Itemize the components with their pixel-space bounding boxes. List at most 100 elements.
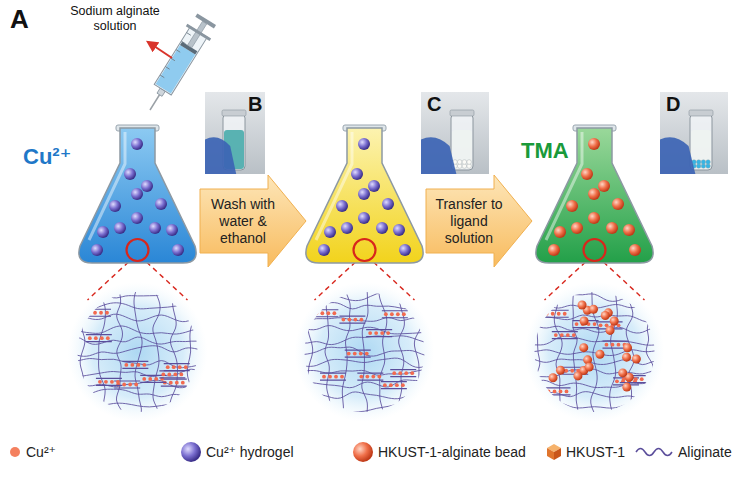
legend-text: HKUST-1-alginate bead bbox=[378, 444, 526, 460]
ligand-flask: TMA bbox=[532, 128, 657, 265]
label-holder: Sodium alginate solution bbox=[64, 4, 166, 34]
bead bbox=[629, 244, 641, 256]
alginate-chain bbox=[293, 380, 437, 389]
legend-swatch bbox=[180, 440, 202, 464]
copper-ion bbox=[172, 365, 176, 369]
copper-ion bbox=[175, 381, 179, 385]
bead bbox=[554, 226, 566, 238]
bead bbox=[358, 212, 370, 224]
alginate-chain bbox=[323, 280, 330, 424]
alginate-chain bbox=[362, 280, 368, 424]
egg-box bbox=[320, 373, 346, 380]
copper-ion bbox=[342, 318, 346, 322]
panel-letter: A bbox=[10, 4, 29, 35]
gel-glow bbox=[68, 282, 208, 422]
bead bbox=[341, 222, 353, 234]
label-holder: A bbox=[10, 4, 29, 35]
vial-liquid bbox=[691, 130, 711, 169]
polymer-network bbox=[293, 280, 437, 424]
bead bbox=[598, 180, 610, 192]
mof-crystal bbox=[606, 326, 615, 335]
alginate-chain bbox=[523, 336, 667, 345]
copper-ion bbox=[383, 383, 387, 387]
alginate-chain bbox=[66, 337, 210, 344]
copper-ion bbox=[553, 390, 557, 394]
egg-box bbox=[382, 311, 408, 318]
bead bbox=[571, 222, 583, 234]
copper-ion bbox=[348, 318, 352, 322]
copper-ion bbox=[615, 379, 619, 383]
mof-crystal bbox=[573, 371, 582, 380]
photo-inset: D bbox=[660, 92, 728, 174]
zoom-line bbox=[147, 262, 188, 300]
needle bbox=[150, 95, 160, 110]
zoom-line bbox=[604, 262, 645, 300]
copper-ion bbox=[395, 383, 399, 387]
copper-ion bbox=[570, 369, 574, 373]
bead bbox=[612, 198, 624, 210]
copper-ion bbox=[404, 371, 408, 375]
cube-right bbox=[554, 448, 561, 460]
copper-ion bbox=[314, 311, 318, 315]
copper-ion bbox=[389, 383, 393, 387]
copper-ion bbox=[88, 336, 92, 340]
vial bbox=[690, 114, 712, 170]
alginate-chain bbox=[293, 303, 437, 311]
bead bbox=[581, 168, 593, 180]
egg-box bbox=[545, 388, 571, 395]
egg-box bbox=[366, 330, 392, 337]
copper-ion bbox=[554, 333, 558, 337]
copper-ion bbox=[545, 312, 549, 316]
copper-ion bbox=[640, 377, 644, 381]
mof-crystal bbox=[579, 343, 588, 352]
ion-label: Cu²⁺ bbox=[23, 144, 71, 170]
alginate-chain bbox=[66, 401, 210, 409]
process-arrow: Wash with water & ethanol bbox=[200, 175, 306, 267]
bead bbox=[155, 198, 167, 210]
copper-ion bbox=[575, 322, 579, 326]
alginate-chain bbox=[99, 280, 106, 424]
copper-ion bbox=[365, 375, 369, 379]
mof-crystal bbox=[595, 350, 604, 359]
copper-ion bbox=[563, 312, 567, 316]
copper-ion bbox=[547, 390, 551, 394]
vial-beads bbox=[692, 160, 711, 169]
bead bbox=[588, 188, 600, 200]
alginate-chain bbox=[66, 312, 210, 323]
glove bbox=[660, 137, 695, 174]
copper-ion bbox=[353, 352, 357, 356]
copper-ion bbox=[410, 371, 414, 375]
egg-box bbox=[312, 310, 338, 317]
bead bbox=[588, 138, 600, 150]
copper-ion bbox=[347, 352, 351, 356]
bead bbox=[97, 226, 109, 238]
bead bbox=[399, 244, 411, 256]
copper-ion bbox=[599, 323, 603, 327]
copper-ion bbox=[179, 372, 183, 376]
process-arrow: Transfer to ligand solution bbox=[426, 175, 532, 267]
copper-ion bbox=[184, 365, 188, 369]
bead bbox=[324, 226, 336, 238]
vial-cap bbox=[689, 110, 713, 116]
copper-ion bbox=[167, 372, 171, 376]
legend-sphere bbox=[353, 442, 373, 462]
alginate-chain bbox=[523, 392, 667, 401]
alginate-chain bbox=[523, 380, 667, 390]
egg-box bbox=[140, 375, 166, 382]
mof-crystal bbox=[601, 311, 610, 320]
copper-ion bbox=[605, 343, 609, 347]
copper-ion bbox=[557, 312, 561, 316]
copper-ion bbox=[169, 381, 173, 385]
arrow-shape bbox=[426, 175, 532, 267]
bead bbox=[462, 160, 467, 165]
mof-crystal bbox=[549, 373, 558, 382]
flange bbox=[186, 24, 211, 41]
mof-crystal bbox=[632, 355, 641, 364]
scale-ticks bbox=[160, 33, 191, 78]
polymer-network bbox=[66, 280, 210, 424]
mof-crystal bbox=[580, 316, 589, 325]
bead bbox=[566, 200, 578, 212]
bead bbox=[358, 188, 370, 200]
copper-ion bbox=[106, 336, 110, 340]
copper-ion bbox=[93, 311, 97, 315]
